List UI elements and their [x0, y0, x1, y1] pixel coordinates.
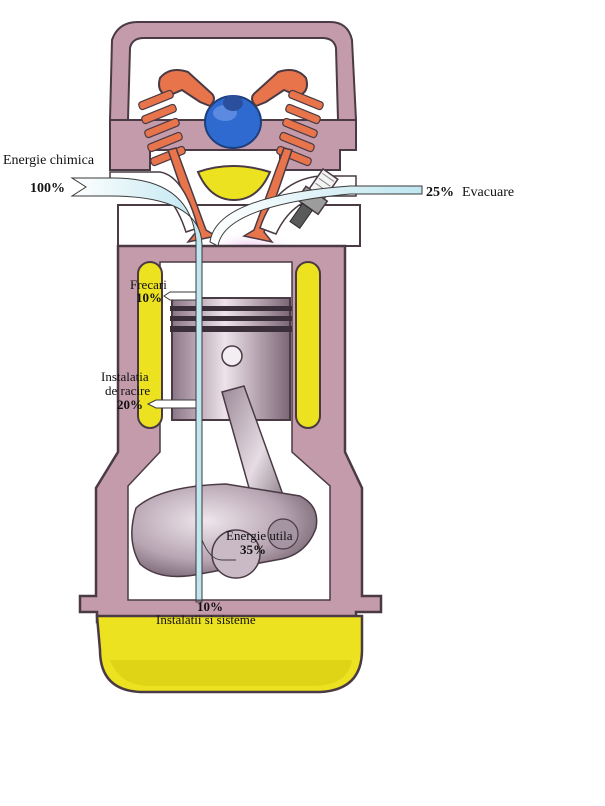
energy-exhaust-band [209, 185, 423, 247]
coolant-jacket-right [295, 261, 321, 429]
piston-ring-3 [170, 326, 292, 332]
label-systems-pct: 10% [197, 599, 223, 614]
crank-journal [211, 529, 261, 579]
energy-useful-branch [201, 539, 236, 561]
energy-systems-branch [195, 580, 203, 603]
piston-ring-2 [170, 316, 292, 321]
camshaft-hub [223, 95, 243, 111]
label-exhaust-pct: 25% [426, 185, 454, 200]
crank-pin [267, 518, 299, 550]
energy-friction-branch [163, 291, 197, 301]
label-friction: Frecari [130, 277, 167, 292]
label-useful-energy-pct: 35% [240, 542, 266, 557]
label-chemical-energy: Energie chimica [3, 153, 95, 168]
piston-ring-1 [170, 306, 292, 311]
energy-cooling-branch [146, 399, 197, 409]
label-systems: Instalatii si sisteme [156, 612, 256, 627]
label-cooling-pct: 20% [117, 397, 143, 412]
label-chemical-energy-pct: 100% [30, 181, 65, 196]
label-cooling-line1: Instalatia [101, 369, 149, 384]
exhaust-valve [241, 147, 293, 244]
piston-pin [221, 345, 243, 367]
label-useful-energy: Energie utila [226, 528, 293, 543]
rocker-arm-left [158, 69, 215, 108]
label-friction-pct: 10% [136, 290, 162, 305]
oil-sump-shade [110, 660, 352, 686]
coolant-jacket-left [137, 261, 163, 429]
energy-input-band [70, 177, 203, 601]
cam-yellow [196, 165, 272, 202]
valve-cover [108, 21, 358, 121]
valve-spring-left [138, 89, 186, 167]
rocker-arm-right [251, 69, 308, 108]
label-cooling-line2: de racire [105, 383, 150, 398]
label-exhaust: Evacuare [462, 185, 514, 200]
crankshaft [131, 483, 318, 578]
